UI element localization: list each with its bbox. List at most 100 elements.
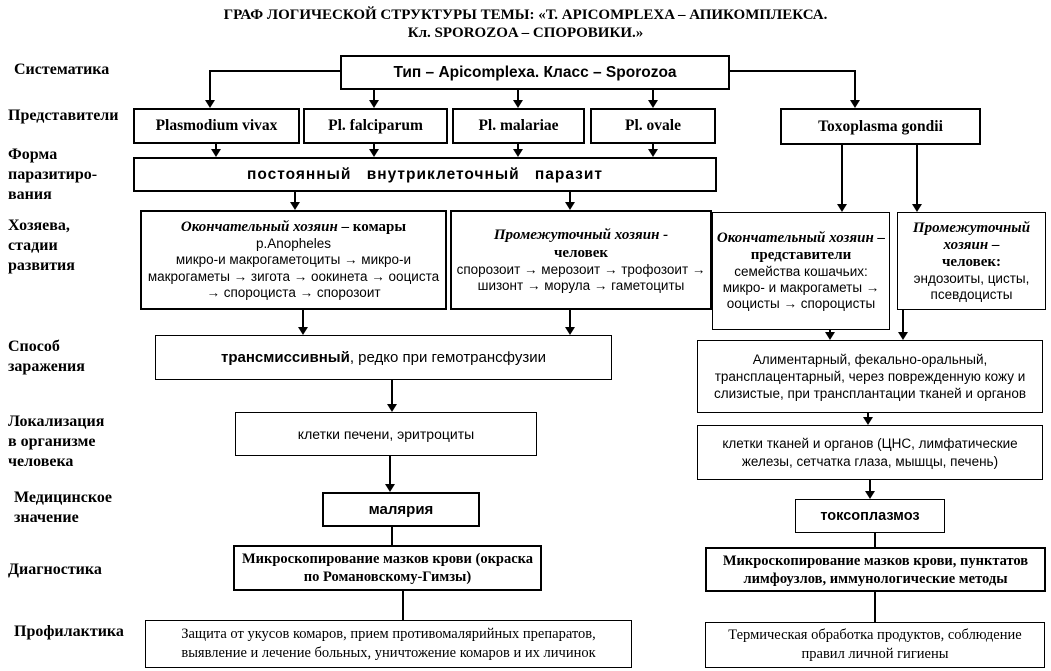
arrow-localization-toxo-icon — [863, 417, 873, 425]
node-prevention-malaria: Защита от укусов комаров, прием противом… — [145, 620, 632, 668]
node-pl-falciparum: Pl. falciparum — [303, 108, 448, 144]
connector-vivax-to-form — [215, 144, 217, 149]
arrow-to-ovale-icon — [648, 100, 658, 108]
host-mosquito-heading-italic: Окончательный хозяин — [180, 219, 338, 236]
arrow-falciparum-form-icon — [369, 149, 379, 157]
connector-toxo-to-diagnostics — [874, 533, 876, 547]
host-human-malaria-heading-bold: человек — [553, 244, 609, 261]
node-prevention-toxo: Термическая обработка продуктов, соблюде… — [705, 622, 1045, 668]
connector-infection-to-localization-toxo — [867, 413, 869, 417]
row-label-localization: Локализация в организме человека — [8, 413, 105, 470]
node-significance-malaria: малярия — [322, 492, 480, 527]
host-cats-heading-bold: представители — [750, 247, 852, 263]
connector-diagnostics-to-prevention-malaria — [402, 591, 404, 620]
host-human-toxo-heading-bold: человек: — [941, 253, 1002, 270]
infection-malaria-rest: , редко при гемотрансфузии — [349, 349, 546, 366]
connector-taxonomy-to-falciparum — [373, 90, 375, 100]
connector-toxoplasma-to-host-human — [916, 145, 918, 204]
arrow-to-vivax-icon — [205, 100, 215, 108]
connector-malaria-to-diagnostics — [391, 527, 393, 545]
node-pl-ovale: Pl. ovale — [590, 108, 716, 144]
host-human-toxo-heading: Промежуточный хозяин – человек: — [900, 220, 1043, 271]
arrow-infection-toxo-right-icon — [898, 332, 908, 340]
host-mosquito-stages: микро-и макрогаметоциты → микро-и макрог… — [147, 252, 440, 301]
connector-human-to-infection — [569, 310, 571, 327]
connector-taxonomy-to-vivax-h — [210, 70, 340, 72]
host-human-toxo-stages: эндозоиты, цисты, псевдоцисты — [913, 270, 1030, 302]
arrow-toxoplasmosis-icon — [865, 491, 875, 499]
connector-taxonomy-to-malariae — [517, 90, 519, 100]
connector-form-to-host-mosquito — [294, 192, 296, 202]
node-significance-toxo: токсоплазмоз — [795, 499, 945, 533]
connector-taxonomy-to-toxoplasma-h — [730, 70, 855, 72]
node-toxoplasma-gondii: Toxoplasma gondii — [780, 108, 981, 145]
arrow-localization-malaria-icon — [387, 404, 397, 412]
arrow-to-toxoplasma-icon — [850, 100, 860, 108]
host-human-toxo-heading-italic: Промежуточный хозяин – — [912, 219, 1031, 253]
node-infection-toxo: Алиментарный, фекально-оральный, транспл… — [697, 340, 1043, 413]
title-line-1: ГРАФ ЛОГИЧЕСКОЙ СТРУКТУРЫ ТЕМЫ: «Т. APIC… — [223, 7, 828, 23]
row-label-parasitism-form: Форма паразитиро- вания — [8, 146, 98, 203]
arrow-to-falciparum-icon — [369, 100, 379, 108]
arrow-host-human-malaria-icon — [565, 202, 575, 210]
node-diagnostics-toxo: Микроскопирование мазков крови, пунктато… — [705, 547, 1046, 592]
connector-toxoplasma-to-host-cats — [841, 145, 843, 204]
connector-taxonomy-to-toxoplasma-v — [854, 70, 856, 100]
connector-cats-to-infection-toxo — [829, 330, 831, 332]
node-plasmodium-vivax: Plasmodium vivax — [133, 108, 300, 144]
diagram-title: ГРАФ ЛОГИЧЕСКОЙ СТРУКТУРЫ ТЕМЫ: «Т. APIC… — [0, 6, 1051, 42]
arrow-to-malariae-icon — [513, 100, 523, 108]
host-cats-heading-italic: Окончательный хозяин – — [716, 230, 886, 246]
connector-malariae-to-form — [517, 144, 519, 149]
node-localization-malaria: клетки печени, эритроциты — [235, 412, 537, 456]
connector-mosquito-to-infection — [302, 310, 304, 327]
connector-falciparum-to-form — [373, 144, 375, 149]
arrow-vivax-form-icon — [211, 149, 221, 157]
arrow-infection-malaria-left-icon — [298, 327, 308, 335]
node-parasitism-form: постоянный внутриклеточный паразит — [133, 157, 717, 192]
row-label-diagnostics: Диагностика — [8, 561, 102, 578]
connector-form-to-host-human-malaria — [569, 192, 571, 202]
host-human-malaria-stages: спорозоит → мерозоит → трофозоит → шизон… — [456, 261, 706, 294]
row-label-systematics: Систематика — [14, 61, 110, 78]
arrow-host-human-toxo-icon — [912, 204, 922, 212]
host-human-malaria-heading: Промежуточный хозяин - человек — [454, 226, 708, 262]
host-cats-stages: семейства кошачьих: микро- и макрогаметы… — [722, 264, 880, 311]
connector-infection-to-localization-malaria — [391, 380, 393, 404]
row-label-hosts: Хозяева, стадии развития — [8, 217, 75, 274]
host-cats-heading: Окончательный хозяин – представители — [715, 230, 887, 264]
host-mosquito-heading-bold: – комары — [337, 219, 407, 236]
row-label-infection-route: Способ заражения — [8, 338, 85, 375]
infection-malaria-bold: трансмиссивный — [221, 349, 350, 366]
node-infection-malaria: трансмиссивный, редко при гемотрансфузии — [155, 335, 612, 380]
node-localization-toxo: клетки тканей и органов (ЦНС, лимфатичес… — [697, 425, 1043, 480]
arrow-infection-toxo-left-icon — [825, 332, 835, 340]
host-human-malaria-heading-italic: Промежуточный хозяин - — [493, 226, 669, 243]
node-taxonomy: Тип – Apicomplexa. Класс – Sporozoa — [340, 55, 730, 90]
arrow-ovale-form-icon — [648, 149, 658, 157]
connector-localization-to-malaria — [389, 456, 391, 484]
arrow-host-mosquito-icon — [290, 202, 300, 210]
node-host-human-toxo: Промежуточный хозяин – человек: эндозоит… — [897, 212, 1046, 310]
connector-ovale-to-form — [652, 144, 654, 149]
connector-taxonomy-to-ovale — [652, 90, 654, 100]
infection-malaria-text: трансмиссивный, редко при гемотрансфузии — [221, 349, 546, 366]
title-line-2: Кл. SPOROZOA – СПОРОВИКИ.» — [407, 25, 644, 41]
arrow-host-cats-icon — [837, 204, 847, 212]
arrow-malaria-icon — [385, 484, 395, 492]
connector-localization-to-toxoplasmosis — [869, 480, 871, 491]
row-label-representatives: Представители — [8, 107, 119, 124]
host-mosquito-heading: Окончательный хозяин – комары — [144, 218, 443, 236]
row-label-prevention: Профилактика — [14, 623, 124, 640]
node-host-human-malaria: Промежуточный хозяин - человек спорозоит… — [450, 210, 712, 310]
node-host-mosquito: Окончательный хозяин – комары р.Anophele… — [140, 210, 447, 310]
row-label-medical-significance: Медицинское значение — [14, 489, 112, 526]
node-diagnostics-malaria: Микроскопирование мазков крови (окраска … — [233, 545, 542, 591]
connector-taxonomy-to-vivax-v — [209, 70, 211, 100]
node-host-cats: Окончательный хозяин – представители сем… — [712, 212, 890, 330]
connector-humantoxo-to-infection-toxo — [902, 310, 904, 332]
node-pl-malariae: Pl. malariae — [452, 108, 585, 144]
host-mosquito-subheading: р.Anopheles — [255, 236, 332, 252]
connector-diagnostics-to-prevention-toxo — [874, 592, 876, 622]
